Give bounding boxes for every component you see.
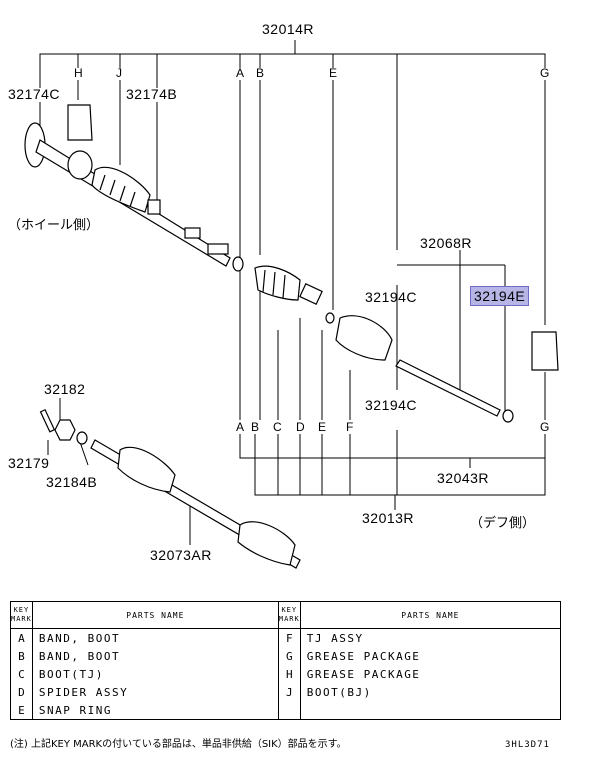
part-32194C-bottom: 32194C	[365, 397, 418, 413]
key-mark-cell: D	[10, 683, 33, 701]
part-32194E-highlight[interactable]: 32194E	[470, 286, 530, 306]
key-letter-D-bottom: D	[296, 420, 305, 434]
lower-boot-tj	[237, 521, 296, 566]
key-mark-cell: H	[277, 665, 301, 683]
key-letter-B-top: B	[256, 66, 265, 80]
grease-package-h	[67, 104, 93, 141]
bracket-32043R	[239, 434, 546, 459]
key-letter-J-top: J	[116, 66, 122, 80]
diagram-code: 3HL3D71	[505, 740, 550, 750]
table-row: C BOOT(TJ) H GREASE PACKAGE	[10, 665, 562, 683]
tj-assy	[335, 315, 393, 361]
key-mark-cell: B	[10, 647, 33, 665]
exploded-parts-diagram: 32014R 32174C 32174B 32068R 32194C 32194…	[8, 21, 559, 569]
key-mark-cell	[277, 701, 301, 720]
snap-ring	[325, 312, 335, 324]
key-mark-cell: F	[277, 628, 301, 647]
table-row: E SNAP RING	[10, 701, 562, 720]
parts-name-cell: BAND, BOOT	[31, 647, 279, 665]
key-mark-cell: E	[10, 701, 33, 720]
nut-32182	[54, 419, 76, 441]
diagram-drawing	[24, 40, 559, 569]
grease-package-g	[531, 331, 559, 371]
inner-shaft	[395, 359, 501, 417]
wheel-side-label: （ホイール側）	[8, 218, 100, 233]
key-letter-H-top: H	[74, 66, 83, 80]
part-32174C: 32174C	[8, 86, 61, 102]
key-letter-F-bottom: F	[346, 420, 354, 434]
key-letter-E-top: E	[329, 66, 338, 80]
footnote: (注) 上記KEY MARKの付いている部品は、単品非供給（SIK）部品を示す。	[10, 739, 347, 750]
part-32174B: 32174B	[126, 86, 178, 102]
key-letter-A-top: A	[236, 66, 245, 80]
part-32179: 32179	[8, 455, 50, 471]
parts-name-cell: BOOT(BJ)	[299, 683, 562, 701]
part-32194C-top: 32194C	[365, 289, 418, 305]
diff-side-label: （デフ側）	[470, 516, 536, 531]
key-letter-E-bottom: E	[318, 420, 327, 434]
key-mark-cell: G	[277, 647, 301, 665]
part-32182: 32182	[44, 381, 86, 397]
boot-tj	[254, 265, 301, 301]
parts-name-cell: TJ ASSY	[299, 628, 562, 647]
parts-name-cell: BOOT(TJ)	[31, 665, 279, 683]
parts-name-header-left: PARTS NAME	[31, 601, 279, 629]
parts-name-cell: SPIDER ASSY	[31, 683, 279, 701]
parts-name-cell: GREASE PACKAGE	[299, 665, 562, 683]
bracket-32014R	[39, 53, 546, 88]
parts-name-cell	[299, 701, 562, 720]
upper-driveshaft	[24, 104, 559, 423]
parts-name-cell: GREASE PACKAGE	[299, 647, 562, 665]
washer-32184B	[76, 431, 88, 445]
lower-boot-bj	[117, 446, 176, 493]
key-mark-cell: C	[10, 665, 33, 683]
parts-name-cell: BAND, BOOT	[31, 628, 279, 647]
part-32013R: 32013R	[362, 510, 415, 526]
key-mark-cell: A	[10, 628, 33, 647]
table-row: D SPIDER ASSY J BOOT(BJ)	[10, 683, 562, 701]
key-letter-A-bottom: A	[236, 420, 245, 434]
part-32068R: 32068R	[420, 235, 473, 251]
part-32184B: 32184B	[46, 474, 98, 490]
spider-assy	[299, 283, 323, 305]
part-32014R: 32014R	[262, 21, 315, 37]
table-row: A BAND, BOOT F TJ ASSY	[10, 628, 562, 647]
lower-driveshaft	[39, 408, 301, 569]
key-letter-C-bottom: C	[273, 420, 282, 434]
parts-name-cell: SNAP RING	[31, 701, 279, 720]
bracket-32013R	[254, 434, 546, 496]
key-letter-B-bottom: B	[251, 420, 260, 434]
table-row: B BAND, BOOT G GREASE PACKAGE	[10, 647, 562, 665]
part-32043R: 32043R	[437, 470, 490, 486]
key-mark-cell: J	[277, 683, 301, 701]
parts-name-header-right: PARTS NAME	[299, 601, 562, 629]
part-32073AR: 32073AR	[150, 547, 212, 563]
key-letter-G-bottom: G	[540, 420, 550, 434]
key-letter-G-top: G	[540, 66, 550, 80]
